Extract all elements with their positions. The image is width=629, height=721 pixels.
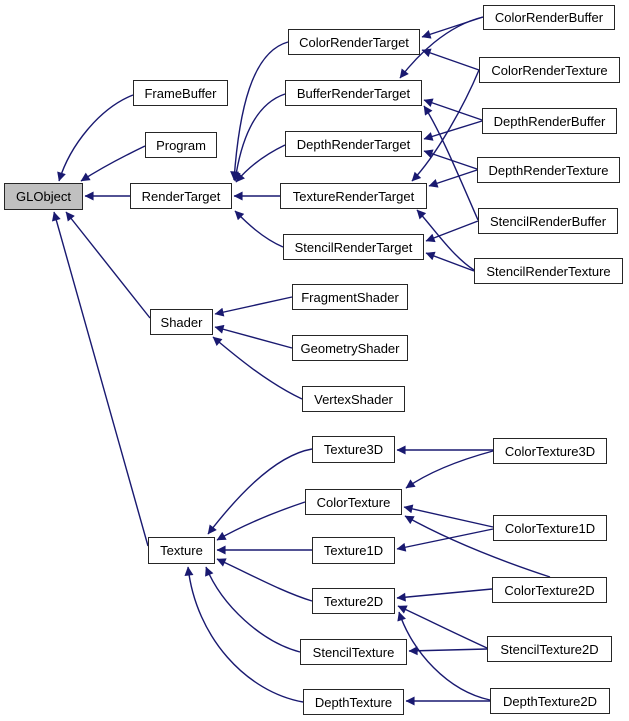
edge-ColorRenderBuffer-to-BufferRenderTarget <box>399 16 484 79</box>
edge-VertexShader-to-Shader <box>212 336 303 400</box>
node-DepthRenderTarget[interactable]: DepthRenderTarget <box>285 131 422 157</box>
node-StencilRenderBuffer[interactable]: StencilRenderBuffer <box>478 208 618 234</box>
node-TextureRenderTarget[interactable]: TextureRenderTarget <box>280 183 427 209</box>
node-Program[interactable]: Program <box>145 132 217 158</box>
node-ColorRenderTarget[interactable]: ColorRenderTarget <box>288 29 420 55</box>
edge-StencilRenderTexture-to-StencilRenderTarget <box>425 251 475 272</box>
edge-StencilRenderTexture-to-TextureRenderTarget <box>416 209 475 271</box>
edge-ColorTexture3D-to-ColorTexture <box>405 450 494 489</box>
edge-DepthRenderTarget-to-RenderTarget <box>235 144 286 183</box>
edge-GeometryShader-to-Shader <box>214 324 293 349</box>
edge-StencilRenderTarget-to-RenderTarget <box>234 210 284 248</box>
edge-StencilTexture-to-Texture <box>205 566 301 653</box>
edge-FrameBuffer-to-GLObject <box>57 94 134 182</box>
node-ColorTexture1D[interactable]: ColorTexture1D <box>493 515 607 541</box>
node-DepthTexture[interactable]: DepthTexture <box>303 689 404 715</box>
node-Texture[interactable]: Texture <box>148 537 215 564</box>
node-StencilRenderTarget[interactable]: StencilRenderTarget <box>283 234 424 260</box>
node-VertexShader[interactable]: VertexShader <box>302 386 405 412</box>
edge-Texture-to-GLObject <box>51 211 149 547</box>
edge-ColorTexture2D-to-ColorTexture <box>404 515 551 578</box>
node-StencilTexture[interactable]: StencilTexture <box>300 639 407 665</box>
node-DepthRenderBuffer[interactable]: DepthRenderBuffer <box>482 108 617 134</box>
node-ColorTexture[interactable]: ColorTexture <box>305 489 402 515</box>
edge-StencilTexture2D-to-StencilTexture <box>408 646 488 656</box>
edge-Shader-to-GLObject <box>65 211 151 319</box>
edge-StencilTexture2D-to-Texture2D <box>397 605 488 649</box>
node-ColorTexture2D[interactable]: ColorTexture2D <box>492 577 607 603</box>
node-GLObject: GLObject <box>4 183 83 210</box>
edge-StencilRenderBuffer-to-BufferRenderTarget <box>423 105 479 221</box>
node-FrameBuffer[interactable]: FrameBuffer <box>133 80 228 106</box>
edge-BufferRenderTarget-to-RenderTarget <box>231 93 286 182</box>
node-StencilRenderTexture[interactable]: StencilRenderTexture <box>474 258 623 284</box>
node-Texture1D[interactable]: Texture1D <box>312 537 395 564</box>
edge-ColorTexture1D-to-Texture1D <box>396 528 494 552</box>
edge-ColorRenderTarget-to-RenderTarget <box>230 41 289 181</box>
node-BufferRenderTarget[interactable]: BufferRenderTarget <box>285 80 422 106</box>
node-FragmentShader[interactable]: FragmentShader <box>292 284 408 310</box>
edge-ColorTexture1D-to-ColorTexture <box>403 504 494 528</box>
node-Texture3D[interactable]: Texture3D <box>312 436 395 463</box>
edge-DepthRenderBuffer-to-BufferRenderTarget <box>423 98 483 121</box>
node-StencilTexture2D[interactable]: StencilTexture2D <box>487 636 612 662</box>
node-RenderTarget[interactable]: RenderTarget <box>130 183 232 209</box>
edge-ColorRenderTexture-to-ColorRenderTarget <box>421 48 480 71</box>
node-GeometryShader[interactable]: GeometryShader <box>292 335 408 361</box>
edge-ColorTexture2D-to-Texture2D <box>396 588 493 602</box>
node-DepthTexture2D[interactable]: DepthTexture2D <box>490 688 610 714</box>
edge-DepthRenderTexture-to-DepthRenderTarget <box>423 149 478 170</box>
edge-StencilRenderBuffer-to-StencilRenderTarget <box>425 220 479 243</box>
node-ColorRenderBuffer[interactable]: ColorRenderBuffer <box>483 5 615 30</box>
node-Texture2D[interactable]: Texture2D <box>312 588 395 614</box>
edge-Texture3D-to-Texture <box>207 448 313 535</box>
edge-DepthRenderTexture-to-TextureRenderTarget <box>428 169 478 188</box>
edge-ColorTexture-to-Texture <box>216 501 306 541</box>
node-DepthRenderTexture[interactable]: DepthRenderTexture <box>477 157 620 183</box>
edge-DepthTexture2D-to-Texture2D <box>397 611 491 701</box>
edge-DepthRenderBuffer-to-DepthRenderTarget <box>423 120 483 141</box>
node-Shader[interactable]: Shader <box>150 309 213 335</box>
node-ColorRenderTexture[interactable]: ColorRenderTexture <box>479 57 620 83</box>
edge-Texture2D-to-Texture <box>216 558 313 602</box>
edge-DepthTexture-to-Texture <box>184 566 304 703</box>
edge-ColorRenderTexture-to-TextureRenderTarget <box>411 69 480 182</box>
edge-FragmentShader-to-Shader <box>214 296 293 317</box>
node-ColorTexture3D[interactable]: ColorTexture3D <box>493 438 607 464</box>
edge-Program-to-GLObject <box>80 145 146 182</box>
